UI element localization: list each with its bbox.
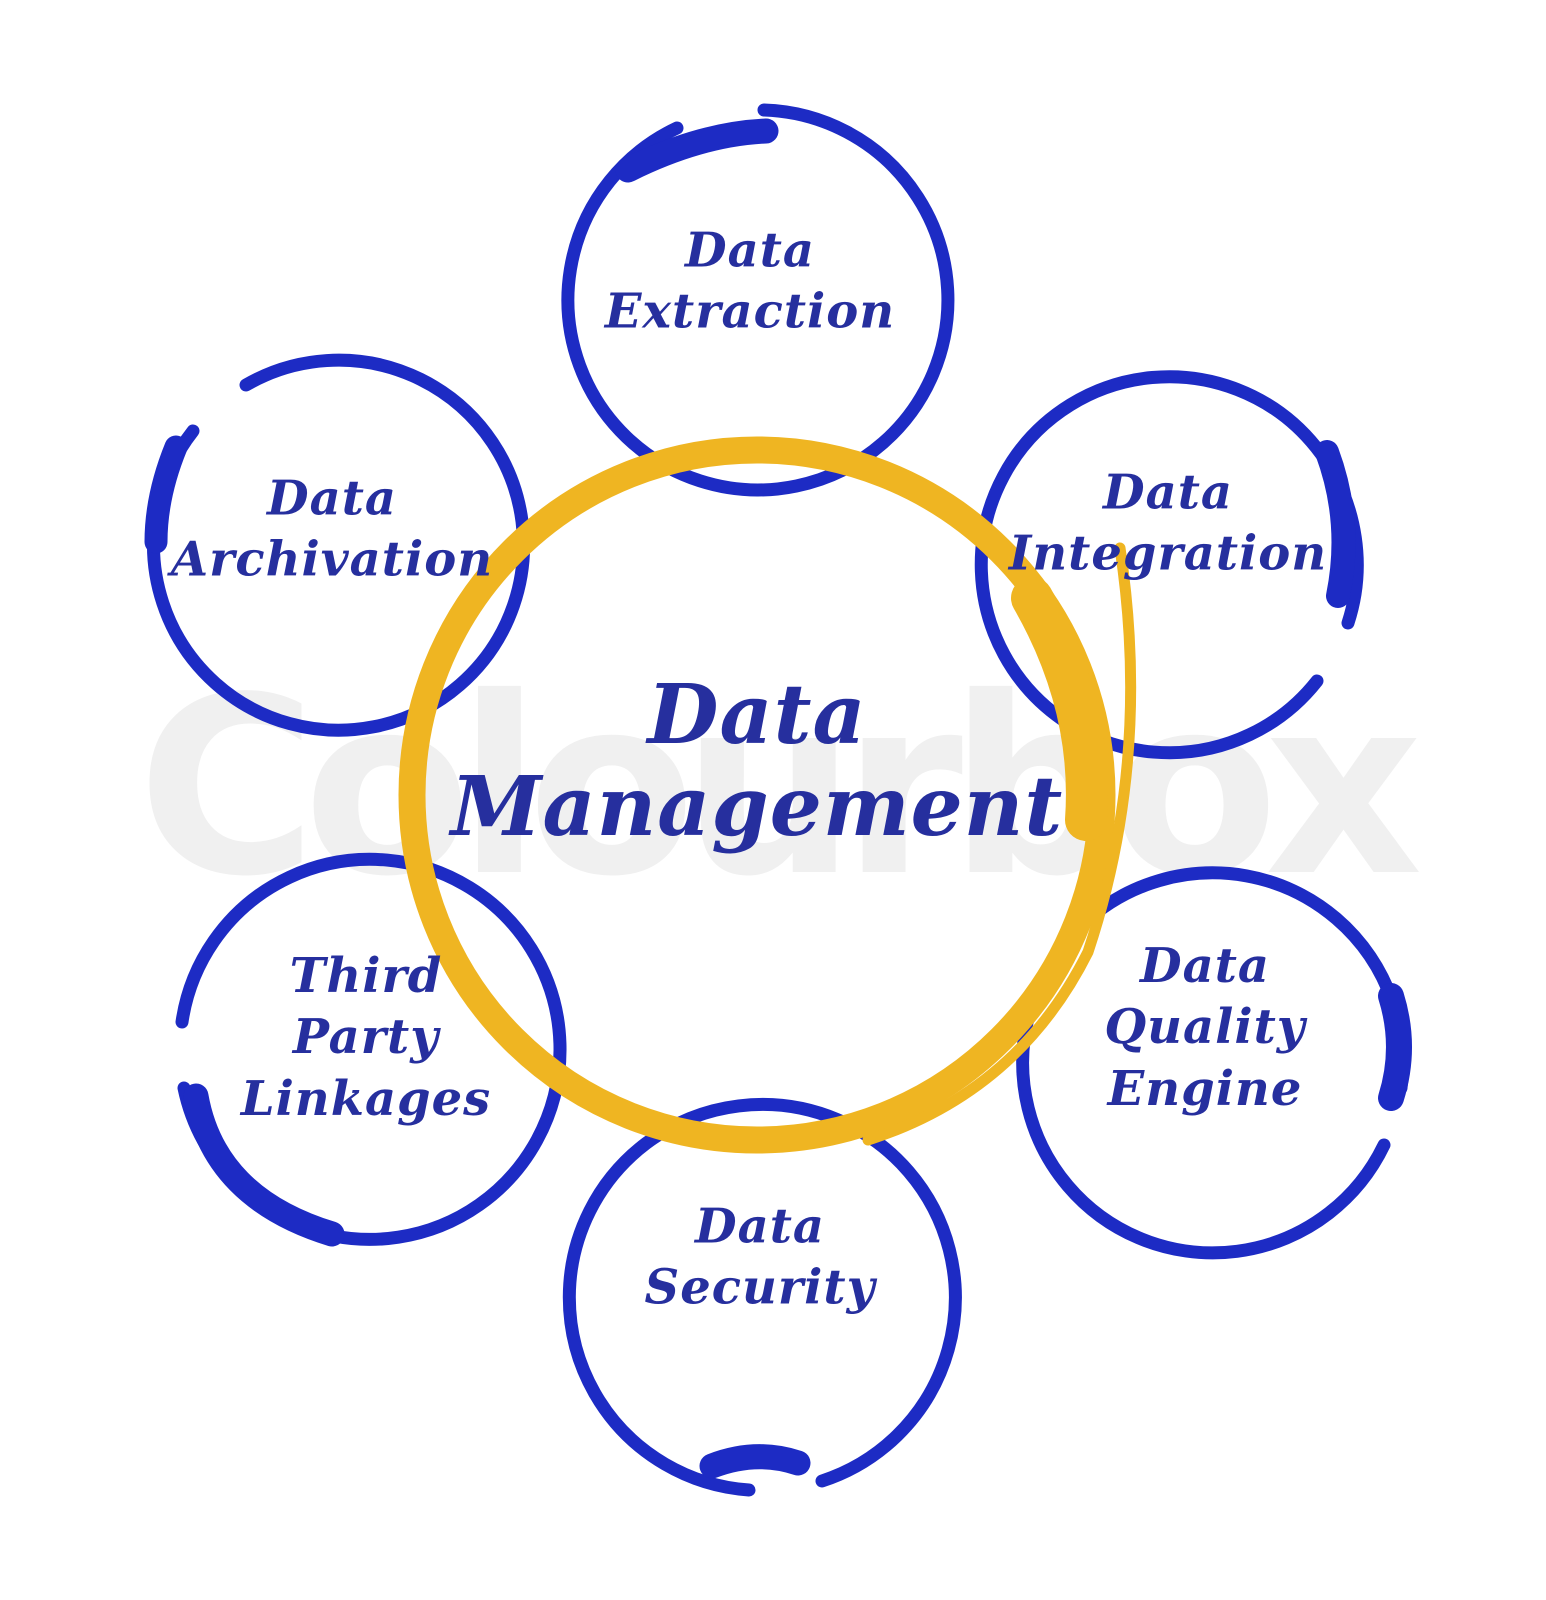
yellow-ring-tail-stroke — [862, 542, 1137, 1146]
label-line: Data — [266, 470, 397, 527]
data-archivation-circle-arc — [147, 353, 530, 737]
data-security-brush-mark — [699, 1444, 811, 1479]
label-line: Engine — [1107, 1060, 1303, 1117]
label-line: Data — [1140, 937, 1270, 994]
data-archivation-circle — [144, 353, 530, 737]
data-integration-brush-mark — [1315, 440, 1356, 608]
data-extraction-brush-mark — [615, 118, 779, 183]
node-label-data-integration: Data Integration — [1009, 463, 1327, 586]
data-integration-circle — [974, 370, 1364, 760]
third-party-linkages-brush-mark — [183, 1083, 345, 1247]
label-line: Extraction — [604, 284, 896, 340]
center-yellow-ring — [398, 436, 1137, 1154]
node-label-data-quality-engine: Data Quality Engine — [1104, 936, 1305, 1120]
label-line: Data — [1103, 464, 1233, 521]
data-archivation-brush-mark — [144, 435, 188, 554]
label-line: Third — [289, 947, 443, 1004]
data-security-circle — [562, 1098, 962, 1497]
node-label-third-party-linkages: Third Party Linkages — [241, 946, 491, 1130]
label-line: Data — [685, 222, 815, 279]
title-line: Data — [647, 667, 867, 764]
label-line: Data — [694, 1198, 825, 1255]
title-line: Management — [450, 759, 1064, 855]
diagram-title: Data Management — [450, 667, 1064, 855]
label-line: Security — [644, 1260, 876, 1316]
yellow-ring-brush-end — [1011, 577, 1108, 841]
data-extraction-circle — [561, 103, 955, 497]
label-line: Integration — [1008, 526, 1328, 582]
node-label-data-security: Data Security — [645, 1197, 876, 1320]
label-line: Archivation — [170, 532, 494, 588]
node-label-data-archivation: Data Archivation — [171, 469, 493, 592]
node-label-data-extraction: Data Extraction — [605, 221, 895, 344]
label-line: Quality — [1104, 999, 1306, 1056]
label-line: Party — [292, 1009, 440, 1066]
data-quality-engine-brush-mark — [1378, 983, 1412, 1111]
third-party-linkages-circle — [175, 852, 567, 1247]
label-line: Linkages — [240, 1070, 492, 1127]
data-extraction-circle-arc — [561, 103, 955, 497]
data-security-circle-arc — [562, 1098, 962, 1497]
